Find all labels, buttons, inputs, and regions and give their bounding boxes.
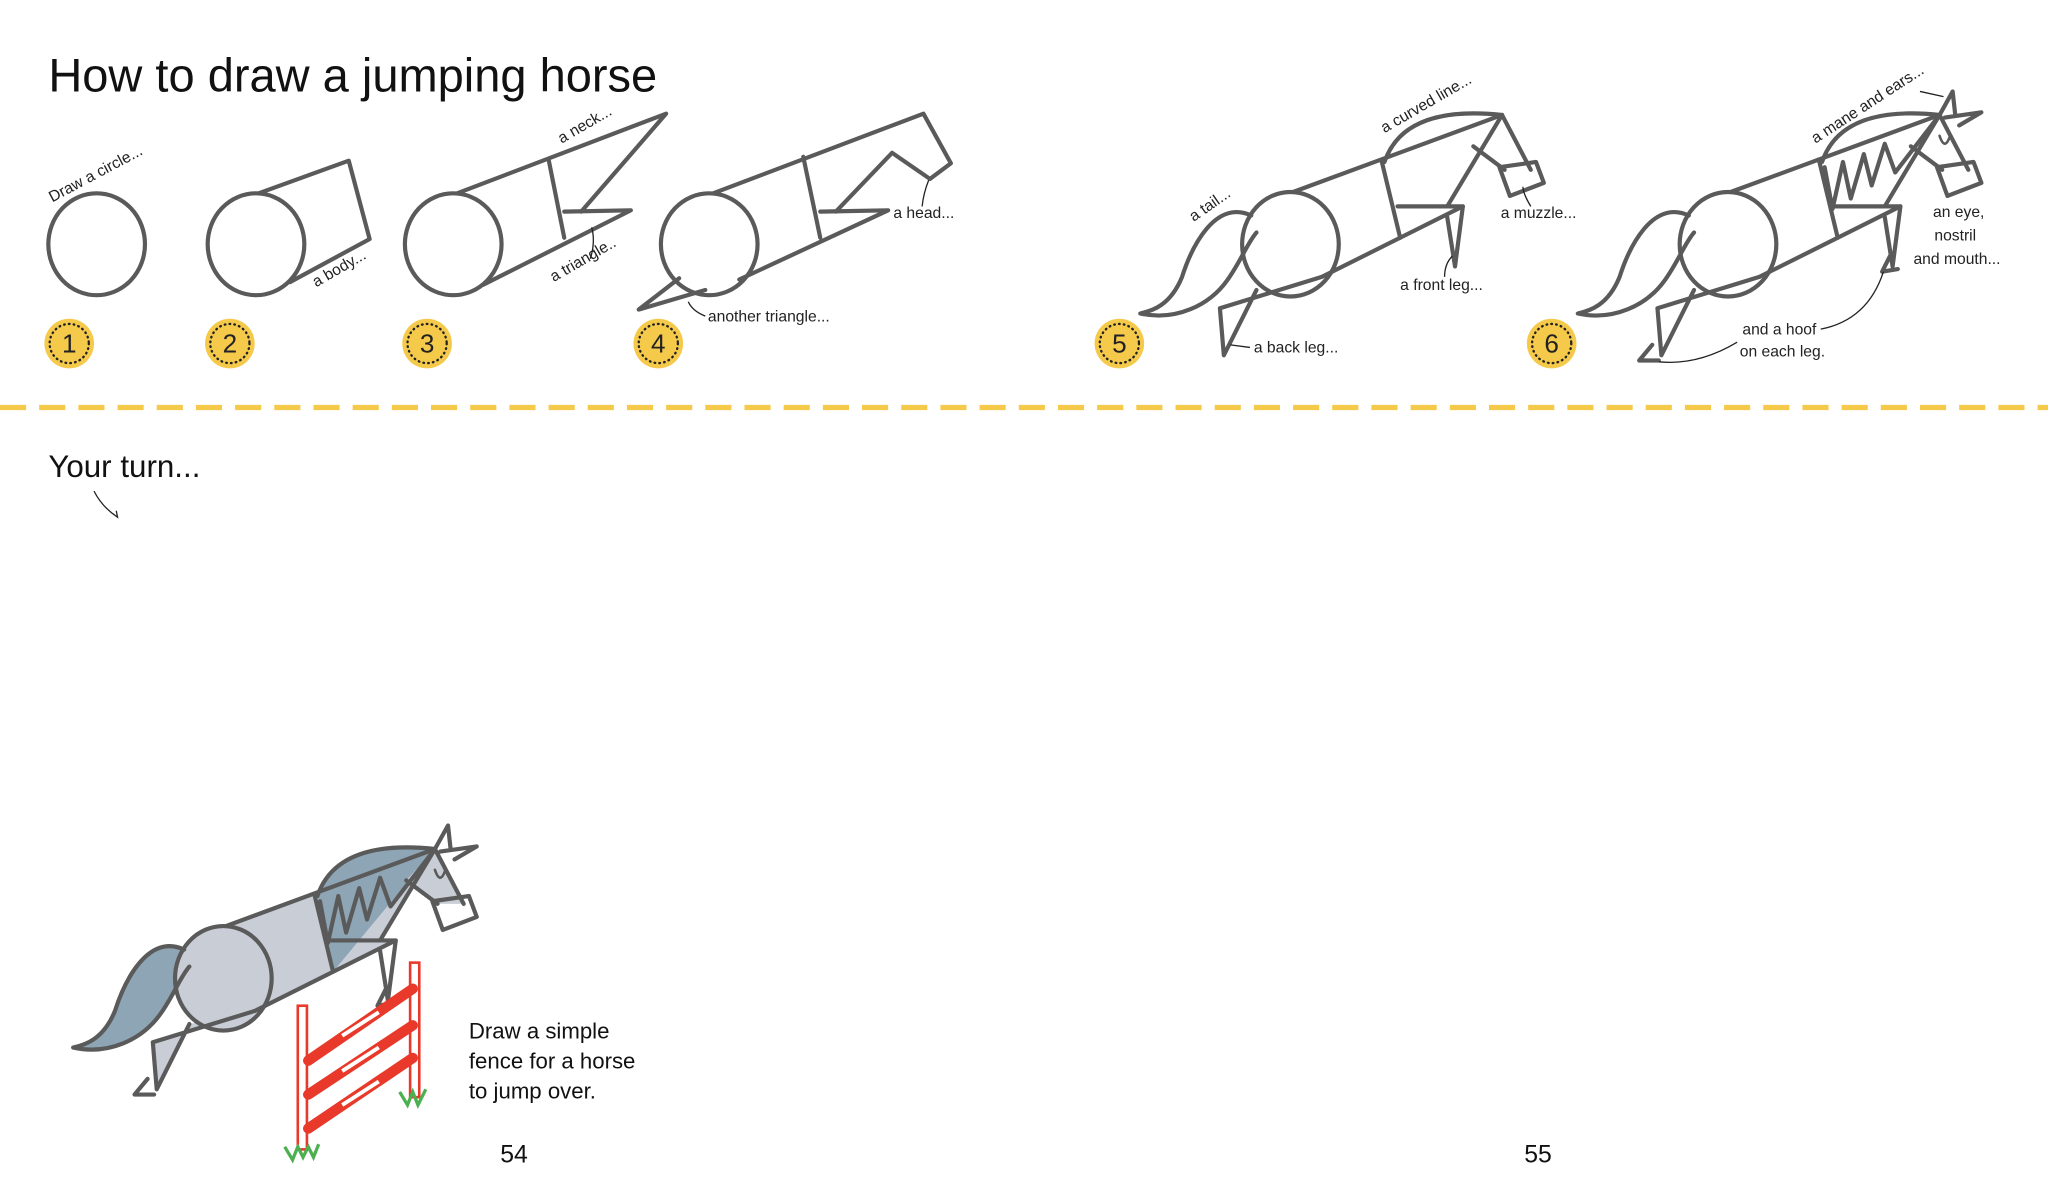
step-badge-4: 4 — [633, 318, 684, 369]
step-number: 1 — [62, 329, 77, 359]
arrow — [93, 490, 119, 519]
step-badge-5: 5 — [1094, 318, 1145, 369]
step-number: 6 — [1544, 329, 1559, 359]
grass-icon — [398, 1087, 428, 1109]
step-badge-6: 6 — [1526, 318, 1577, 369]
label-eye-line-1: an eye, — [1933, 204, 1984, 221]
fence-illustration — [283, 961, 428, 1164]
your-turn-heading: Your turn... — [48, 449, 200, 484]
label-hoof-line-1: and a hoof — [1742, 321, 1817, 338]
grass-icon — [283, 1142, 321, 1164]
label-curved-line: a curved line... — [1378, 71, 1475, 137]
label-back-leg: a back leg... — [1254, 340, 1338, 357]
drawing-area[interactable] — [208, 496, 2012, 1124]
label-hoof-line-2: on each leg. — [1740, 344, 1825, 361]
arrow — [1522, 186, 1532, 207]
arrow — [1230, 344, 1251, 349]
label-neck: a neck... — [555, 103, 615, 147]
label-triangle: a triangle.. — [547, 234, 619, 285]
step-1-drawing: Draw a circle... — [46, 142, 148, 298]
step-number: 2 — [223, 329, 238, 359]
label-eye-line-3: and mouth... — [1913, 251, 2000, 268]
step-5-drawing: a tail... a curved line... a muzzle... a… — [1140, 71, 1576, 357]
label-another-triangle: another triangle... — [708, 308, 830, 325]
label-mane-ears: a mane and ears... — [1808, 62, 1927, 147]
fence-instruction-line-2: fence for a horse — [469, 1048, 636, 1073]
step-3-drawing: a neck... a triangle.. — [402, 103, 669, 298]
arrow — [921, 180, 930, 207]
label-circle: Draw a circle... — [46, 142, 145, 206]
step-badge-3: 3 — [402, 318, 452, 369]
step-badges: 1 2 3 4 5 6 — [44, 318, 1577, 369]
step-badge-2: 2 — [205, 318, 255, 369]
page-number-left: 54 — [500, 1141, 528, 1168]
label-eye-line-2: nostril — [1934, 227, 1976, 244]
step-2-drawing: a body... — [205, 158, 372, 298]
step-number: 3 — [420, 329, 435, 359]
step-number: 4 — [651, 329, 666, 359]
label-tail: a tail... — [1186, 185, 1234, 225]
label-head: a head... — [893, 205, 954, 222]
step-badge-1: 1 — [44, 318, 95, 369]
example-horse-illustration — [73, 823, 479, 1097]
arrow — [1820, 271, 1885, 330]
step-4-drawing: a head... another triangle... — [636, 111, 954, 325]
page-number-right: 55 — [1524, 1141, 1552, 1168]
fence-instruction-line-3: to jump over. — [469, 1078, 596, 1103]
arrow — [589, 227, 594, 259]
page-title: How to draw a jumping horse — [48, 48, 657, 101]
arrow — [1919, 90, 1944, 98]
fence-instruction-line-1: Draw a simple — [469, 1018, 610, 1043]
step-number: 5 — [1112, 329, 1127, 359]
label-front-leg: a front leg... — [1400, 277, 1483, 294]
label-muzzle: a muzzle... — [1501, 205, 1577, 222]
arrow — [1658, 341, 1738, 363]
arrow — [687, 301, 706, 317]
step-6-drawing: a mane and ears... an eye, nostril and m… — [1578, 62, 2001, 363]
arrow — [1443, 255, 1453, 277]
